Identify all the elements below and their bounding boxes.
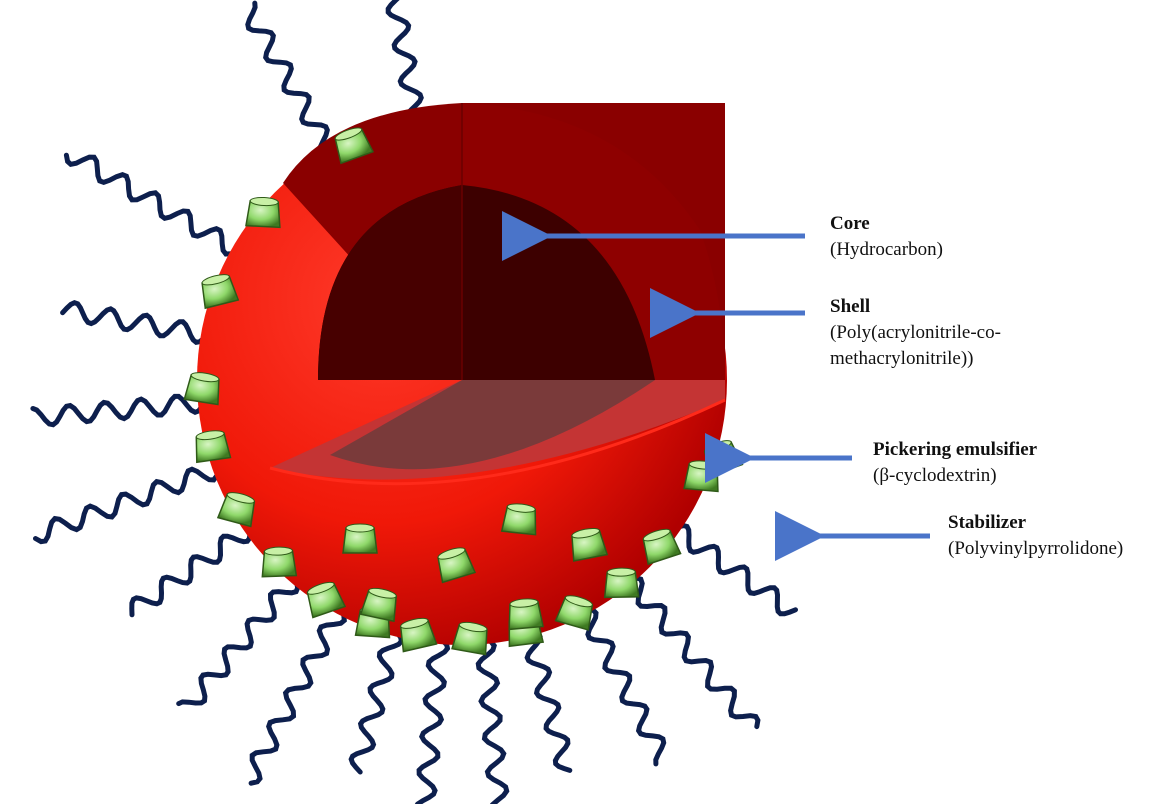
pointer-arrows [502, 211, 930, 561]
pickering-particle [183, 372, 220, 406]
pickering-label: Pickering emulsifier (β-cyclodextrin) [873, 437, 1037, 489]
core-label: Core (Hydrocarbon) [830, 211, 943, 263]
pickering-label-desc: (β-cyclodextrin) [873, 465, 997, 486]
pickering-particle [261, 546, 298, 578]
shell-rim [269, 398, 726, 486]
pickering-particle [342, 523, 378, 554]
pickering-particle [642, 528, 682, 566]
pickering-particle [359, 587, 397, 623]
stabilizer-label-title: Stabilizer [948, 512, 1027, 533]
stabilizer-label: Stabilizer (Polyvinylpyrrolidone) [948, 510, 1123, 562]
pickering-particle [451, 621, 488, 656]
stabilizer-label-desc: (Polyvinylpyrrolidone) [948, 538, 1124, 559]
core-floor [330, 380, 655, 470]
pickering-particle [571, 527, 609, 562]
pickering-particle [399, 617, 438, 653]
shell-label-desc-line1: (Poly(acrylonitrile-co- [830, 322, 1001, 343]
core-label-title: Core [830, 213, 870, 234]
pickering-particle [603, 567, 640, 599]
pickering-particle [216, 492, 256, 528]
core-left-wall [318, 185, 462, 380]
pickering-particle [201, 274, 240, 310]
pickering-particle [508, 598, 544, 631]
shell-label-title: Shell [830, 296, 871, 317]
pickering-label-title: Pickering emulsifier [873, 439, 1038, 460]
pickering-particle [195, 430, 232, 464]
shell-label: Shell (Poly(acrylonitrile-co- methacrylo… [830, 294, 1001, 372]
pickering-particle [554, 595, 594, 631]
pickering-particle [500, 503, 537, 536]
pickering-particle [334, 127, 375, 165]
shell-label-desc-line2: methacrylonitrile)) [830, 348, 974, 369]
pickering-particle [306, 581, 347, 619]
pickering-particle [437, 547, 477, 584]
core-label-desc: (Hydrocarbon) [830, 239, 943, 260]
pickering-particle [245, 196, 281, 229]
